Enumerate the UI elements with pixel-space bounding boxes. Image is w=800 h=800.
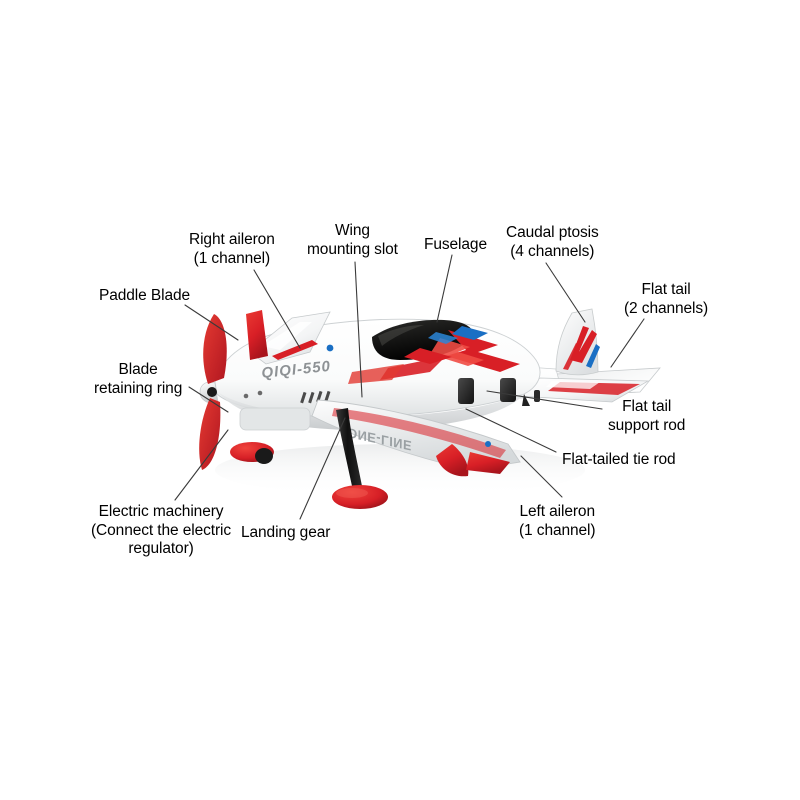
- callout-label-landing-gear: Landing gear: [241, 524, 330, 543]
- callout-line: Landing gear: [241, 524, 331, 541]
- fin-red-stripe: [570, 326, 597, 363]
- callout-line: (1 channel): [193, 249, 271, 267]
- left-wing-red-band: [332, 408, 506, 458]
- battery-hatch: [239, 407, 311, 431]
- cooling-vents: [300, 390, 331, 404]
- tie-rod-fitting: [534, 390, 540, 402]
- left-wing-tip-fin: [436, 444, 469, 477]
- callout-line: (2 channels): [624, 299, 709, 317]
- callout-line: Blade: [118, 361, 158, 378]
- fuselage-blue-bolt: [452, 326, 488, 340]
- fuselage-red-bolt: [446, 330, 520, 372]
- propeller-blade-upper: [203, 314, 227, 384]
- callout-label-right-aileron: Right aileron(1 channel): [189, 231, 275, 268]
- callout-line: (Connect the electric: [91, 521, 232, 539]
- fin-red-stripe-2: [563, 343, 580, 370]
- canopy-highlight: [378, 325, 424, 346]
- callout-label-flat-tail: Flat tail(2 channels): [624, 281, 708, 318]
- nose-wheel: [255, 448, 273, 464]
- callout-label-left-aileron: Left aileron(1 channel): [519, 503, 596, 540]
- callout-line: regulator): [128, 540, 194, 557]
- callout-line: retaining ring: [94, 379, 183, 397]
- callout-line: Wing: [334, 222, 370, 239]
- callout-line: Paddle Blade: [99, 287, 191, 304]
- callout-line: Fuselage: [424, 236, 487, 253]
- vent-hole-1: [243, 393, 249, 399]
- propeller-blade-lower: [199, 398, 221, 470]
- blade-retaining-ring-part: [207, 387, 217, 397]
- callout-label-caudal-ptosis: Caudal ptosis(4 channels): [506, 224, 599, 261]
- callout-line: (4 channels): [510, 242, 595, 260]
- servo-front: [458, 378, 474, 404]
- vent-hole-2: [257, 390, 263, 396]
- callout-label-fuselage: Fuselage: [424, 236, 487, 255]
- wheel-pant-highlight: [336, 488, 368, 498]
- fuselage-red-bolt-2: [430, 338, 484, 366]
- callout-line: Flat tail: [641, 281, 691, 298]
- callout-line: Left aileron: [519, 503, 595, 520]
- callout-line: Caudal ptosis: [506, 224, 599, 241]
- callout-line: support rod: [608, 416, 686, 434]
- callout-line: Flat tail: [622, 398, 672, 415]
- callout-label-paddle-blade: Paddle Blade: [99, 287, 190, 306]
- left-wing-blue-dot: [485, 441, 491, 447]
- callout-line: Flat-tailed tie rod: [562, 451, 676, 468]
- callout-line: mounting slot: [307, 240, 398, 258]
- tail-white-trim: [546, 381, 600, 389]
- servo-rear: [500, 378, 516, 402]
- left-aileron: [466, 452, 510, 474]
- fuselage-blue-bolt-2: [428, 332, 458, 344]
- callout-label-flat-tailed-tie-rod: Flat-tailed tie rod: [562, 451, 676, 470]
- right-aileron-stripe: [272, 340, 318, 360]
- right-wing-blue-dot: [326, 344, 334, 352]
- fin-blue-stripe: [586, 344, 600, 368]
- callout-line: Right aileron: [189, 231, 275, 248]
- callout-line: Electric machinery: [98, 503, 224, 520]
- callout-line: (1 channel): [519, 521, 596, 539]
